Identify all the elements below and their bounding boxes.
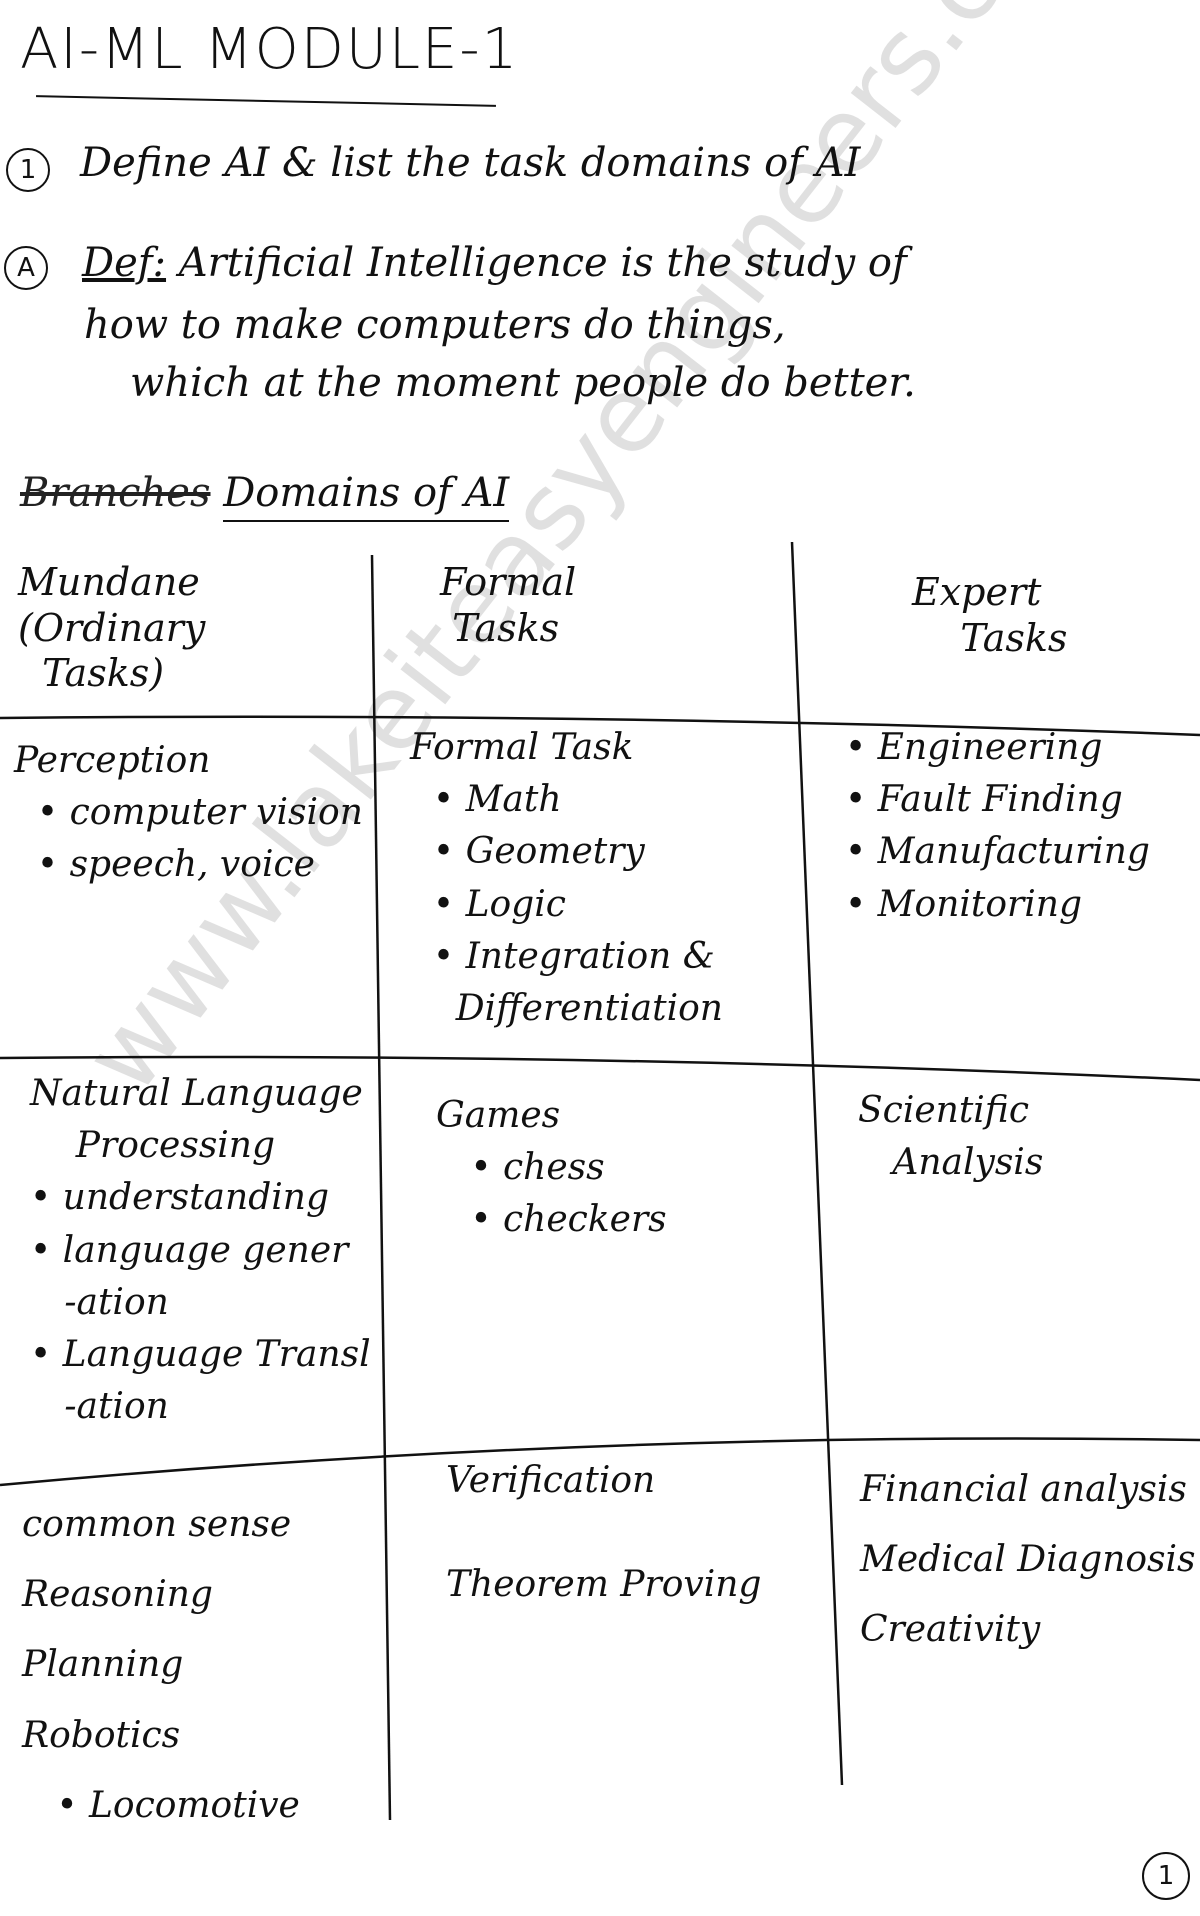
cell-expert-scientific: Scientific Analysis (858, 1090, 1044, 1184)
cell-formal-verification: Verification Theorem Proving (446, 1460, 762, 1606)
answer-definition-line1: Def: Artificial Intelligence is the stud… (82, 240, 907, 286)
answer-definition-line3: which at the moment people do better. (130, 360, 916, 406)
question-number-badge: 1 (6, 148, 50, 192)
cell-mundane-nlp: Natural Language Processing • understand… (30, 1073, 371, 1428)
answer-marker: A (17, 253, 35, 283)
header-mundane: Mundane (Ordinary Tasks) (18, 560, 206, 696)
column-divider-2 (790, 541, 844, 1786)
cell-mundane-perception: Perception • computer vision • speech, v… (14, 740, 363, 886)
answer-marker-badge: A (4, 246, 48, 290)
page-title: AI-ML MODULE-1 (20, 17, 520, 82)
cell-expert-engineering: • Engineering • Fault Finding • Manufact… (845, 727, 1150, 925)
cell-mundane-common-sense: common sense Reasoning Planning Robotics… (22, 1504, 300, 1826)
definition-text-1: Artificial Intelligence is the study of (178, 240, 907, 286)
header-expert: Expert Tasks (912, 570, 1068, 660)
column-divider-1 (370, 554, 392, 1821)
cell-formal-formal-task: Formal Task • Math • Geometry • Logic • … (410, 727, 723, 1029)
question-number: 1 (19, 155, 37, 185)
cell-formal-games: Games • chess • checkers (436, 1095, 667, 1241)
page-number: 1 (1157, 1861, 1175, 1891)
cell-expert-financial: Financial analysis Medical Diagnosis Cre… (860, 1469, 1196, 1651)
struck-word: Branches (20, 470, 211, 516)
title-underline (36, 95, 496, 107)
definition-label: Def: (82, 240, 167, 286)
question-text: Define AI & list the task domains of AI (80, 140, 861, 186)
domains-heading: Branches Domains of AI (20, 470, 510, 522)
answer-definition-line2: how to make computers do things, (84, 302, 786, 348)
domains-heading-text: Domains of AI (223, 470, 510, 522)
header-formal: Formal Tasks (440, 560, 577, 650)
page-number-badge: 1 (1142, 1852, 1190, 1900)
